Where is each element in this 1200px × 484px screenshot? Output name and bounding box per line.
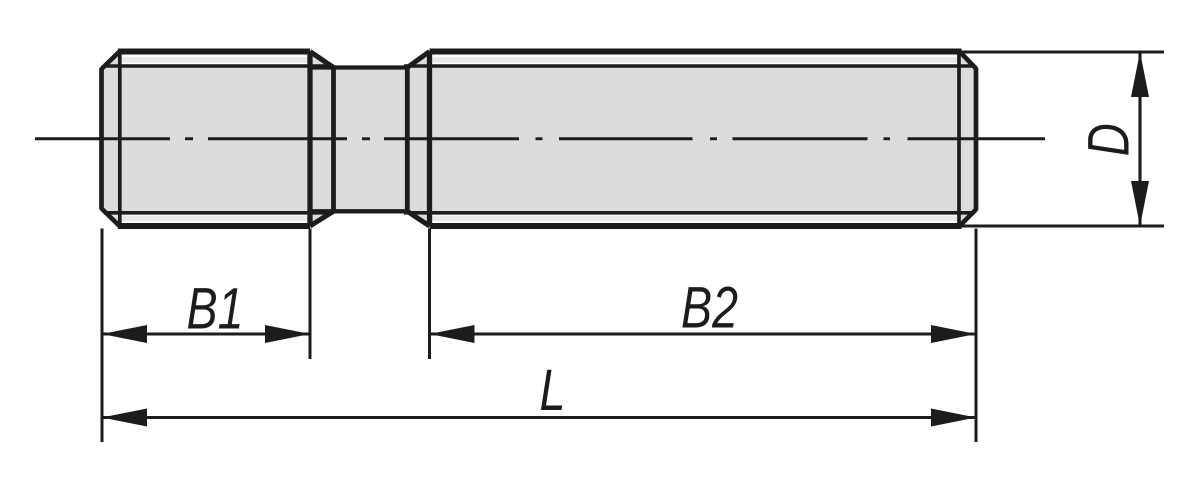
- svg-text:D: D: [1077, 123, 1142, 156]
- svg-text:L: L: [540, 358, 566, 423]
- svg-text:B1: B1: [187, 276, 244, 341]
- svg-text:B2: B2: [681, 275, 738, 340]
